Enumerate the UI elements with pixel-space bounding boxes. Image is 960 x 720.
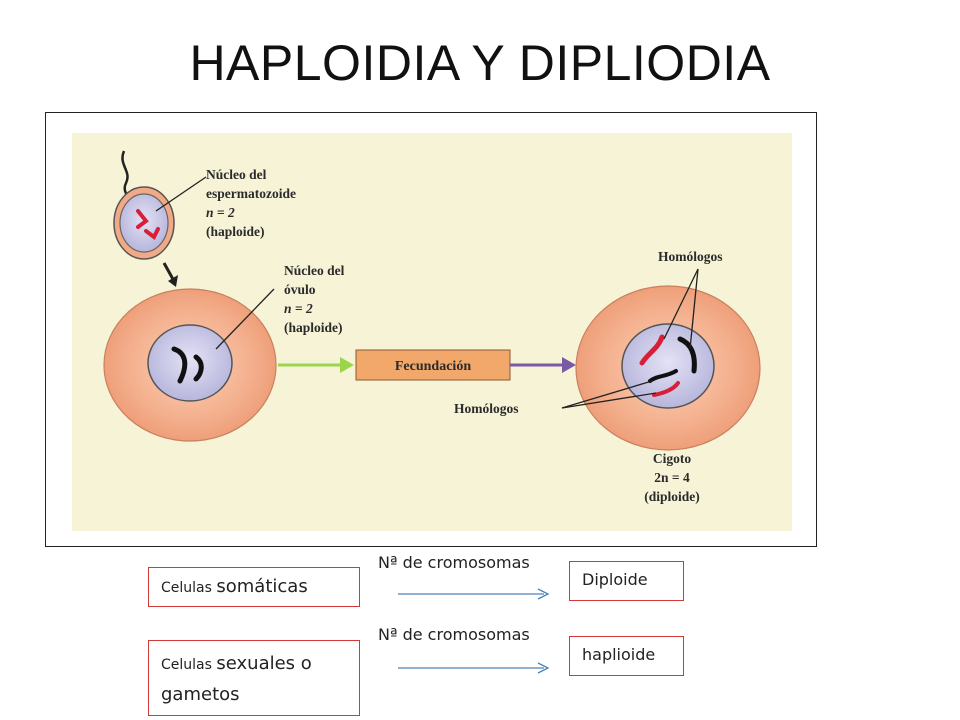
ovum-chromosome-b bbox=[193, 354, 204, 382]
flow-arrow-1 bbox=[398, 588, 550, 600]
haploide-box: haplioide bbox=[569, 636, 684, 676]
fertilization-box bbox=[355, 349, 511, 381]
homologs-top-label: Homólogos bbox=[658, 249, 723, 264]
ovum-label-line1: Núcleo del bbox=[284, 263, 345, 278]
somatic-main: somáticas bbox=[216, 576, 308, 597]
slide-title: HAPLOIDIA Y DIPLIODIA bbox=[189, 35, 771, 91]
sperm-label-line2: espermatozoide bbox=[206, 186, 296, 201]
sperm-chromosome-a bbox=[136, 209, 149, 229]
fertilization-label: Fecundación bbox=[395, 359, 471, 374]
fertilization-diagram: Núcleo del espermatozoide n = 2 (haploid… bbox=[72, 133, 792, 531]
sexual-line2: gametos bbox=[161, 684, 240, 705]
sperm-label-line4: (haploide) bbox=[206, 224, 265, 239]
somatic-prefix: Celulas bbox=[161, 580, 217, 596]
sexual-cells-box: Celulas sexuales o gametos bbox=[148, 640, 360, 716]
diploide-box: Diploide bbox=[569, 561, 684, 601]
ovum-label-line4: (haploide) bbox=[284, 320, 343, 335]
chromosome-caption-2: Nª de cromosomas bbox=[378, 625, 530, 644]
homologs-bottom-label: Homólogos bbox=[454, 401, 519, 416]
sperm-label-line3: n = 2 bbox=[206, 205, 235, 220]
sperm-chromosome-b bbox=[144, 227, 160, 241]
zygote-chromosome-red-b bbox=[652, 381, 680, 397]
fertilization-figure: Núcleo del espermatozoide n = 2 (haploid… bbox=[45, 112, 817, 547]
zygote-label-line3: (diploide) bbox=[644, 489, 700, 504]
ovum-cell bbox=[103, 288, 277, 442]
sexual-prefix: Celulas bbox=[161, 657, 217, 673]
zygote-label-line1: Cigoto bbox=[653, 451, 691, 466]
haploide-label: haplioide bbox=[582, 645, 656, 664]
diploide-label: Diploide bbox=[582, 570, 648, 589]
zygote-chromosome-red-a bbox=[639, 334, 665, 366]
zygote-chromosome-black-b bbox=[648, 369, 678, 383]
ovum-label-line2: óvulo bbox=[284, 282, 316, 297]
flow-arrow-2 bbox=[398, 662, 550, 674]
somatic-cells-box: Celulas somáticas bbox=[148, 567, 360, 607]
zygote-cell bbox=[575, 285, 761, 451]
ovum-label-line3: n = 2 bbox=[284, 301, 313, 316]
sexual-main: sexuales o bbox=[216, 653, 312, 674]
sperm-label-line1: Núcleo del bbox=[206, 167, 267, 182]
chromosome-caption-1: Nª de cromosomas bbox=[378, 553, 530, 572]
zygote-chromosome-black-a bbox=[677, 336, 697, 374]
sperm-cell bbox=[113, 150, 175, 260]
zygote-label-line2: 2n = 4 bbox=[654, 470, 690, 485]
ovum-chromosome-a bbox=[171, 346, 188, 384]
